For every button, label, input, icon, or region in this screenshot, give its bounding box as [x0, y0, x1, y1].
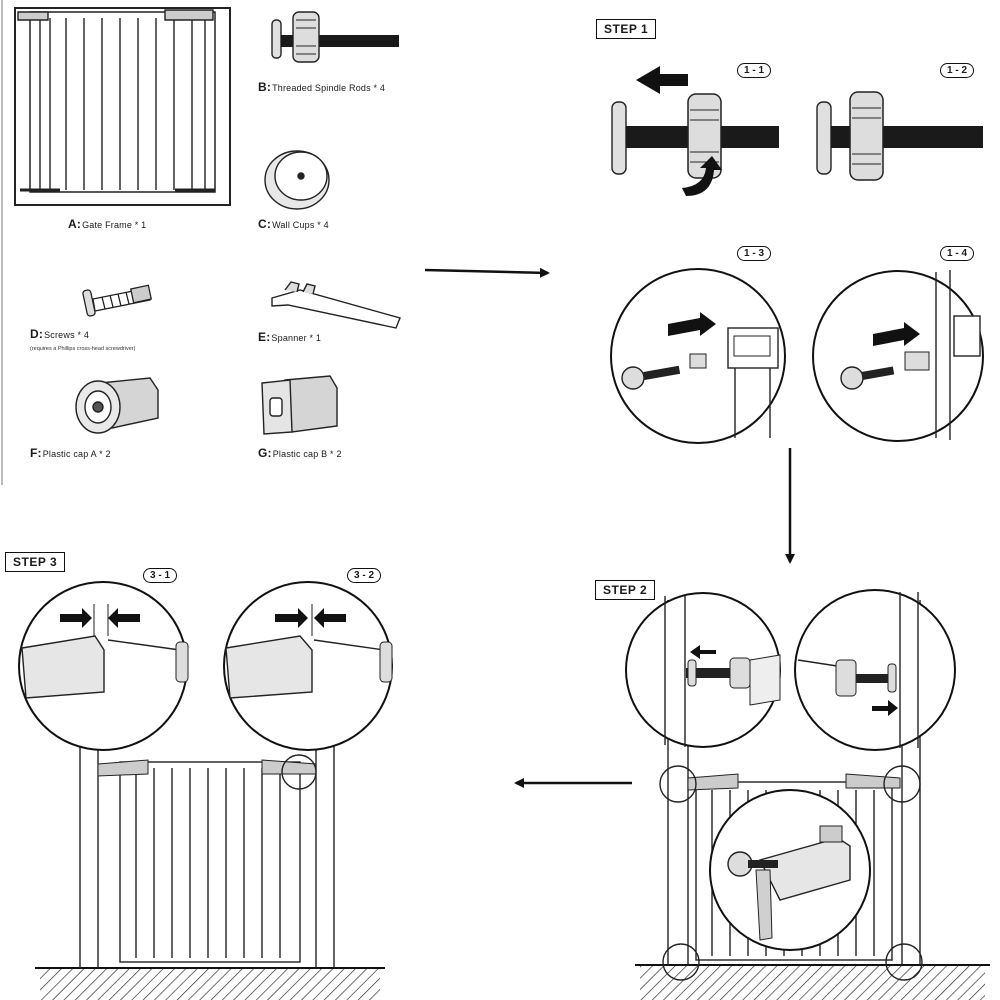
- step1-substep-1-4: [812, 270, 984, 442]
- part-key-d: D:: [30, 327, 44, 341]
- part-label-c: C:Wall Cups * 4: [258, 217, 329, 231]
- gate-frame-illustration: [14, 7, 231, 206]
- part-key-e: E:: [258, 330, 271, 344]
- step3-gate-scene: [35, 745, 385, 1000]
- part-label-f: F:Plastic cap A * 2: [30, 446, 111, 460]
- step1-substep-1-2: [816, 91, 983, 181]
- part-label-a: A:Gate Frame * 1: [68, 217, 146, 231]
- spindle-rod-illustration: [271, 11, 399, 63]
- substep-1-1-badge: 1 - 1: [737, 63, 772, 78]
- part-text-d: Screws * 4: [44, 330, 90, 340]
- part-key-c: C:: [258, 217, 272, 231]
- part-text-g: Plastic cap B * 2: [272, 449, 342, 459]
- step3-detail-3-2: [223, 581, 393, 751]
- part-text-b: Threaded Spindle Rods * 4: [272, 83, 386, 93]
- part-label-d: D:Screws * 4: [30, 327, 89, 341]
- plastic-cap-a-illustration: [75, 377, 159, 434]
- part-key-b: B:: [258, 80, 272, 94]
- part-text-a: Gate Frame * 1: [82, 220, 147, 230]
- screw-illustration: [82, 284, 153, 317]
- step1-substep-1-3: [610, 268, 786, 444]
- part-label-g: G:Plastic cap B * 2: [258, 446, 342, 460]
- part-text-f: Plastic cap A * 2: [42, 449, 111, 459]
- step-1-label: STEP 1: [596, 19, 657, 39]
- part-note-d: (requires a Phillips cross-head screwdri…: [30, 346, 136, 352]
- part-text-e: Spanner * 1: [271, 333, 322, 343]
- step3-detail-3-1: [18, 581, 189, 751]
- flow-arrows: [424, 267, 795, 788]
- step2-detail-right: [794, 589, 956, 751]
- part-label-b: B:Threaded Spindle Rods * 4: [258, 80, 385, 94]
- part-text-c: Wall Cups * 4: [272, 220, 329, 230]
- substep-3-2-badge: 3 - 2: [347, 568, 382, 583]
- step-2-label: STEP 2: [595, 580, 656, 600]
- step2-detail-left: [625, 592, 781, 748]
- parts-panel: [0, 0, 440, 485]
- step2-gate-scene: [635, 600, 990, 1000]
- substep-1-2-badge: 1 - 2: [940, 63, 975, 78]
- plastic-cap-b-illustration: [261, 375, 338, 435]
- wall-cup-illustration: [264, 150, 330, 210]
- part-key-f: F:: [30, 446, 42, 460]
- substep-1-4-badge: 1 - 4: [940, 246, 975, 261]
- substep-1-3-badge: 1 - 3: [737, 246, 772, 261]
- step1-substep-1-1: [611, 66, 779, 196]
- step-3-label: STEP 3: [5, 552, 66, 572]
- substep-3-1-badge: 3 - 1: [143, 568, 178, 583]
- part-label-e: E:Spanner * 1: [258, 330, 321, 344]
- spanner-illustration: [271, 281, 401, 329]
- part-key-a: A:: [68, 217, 82, 231]
- part-key-g: G:: [258, 446, 272, 460]
